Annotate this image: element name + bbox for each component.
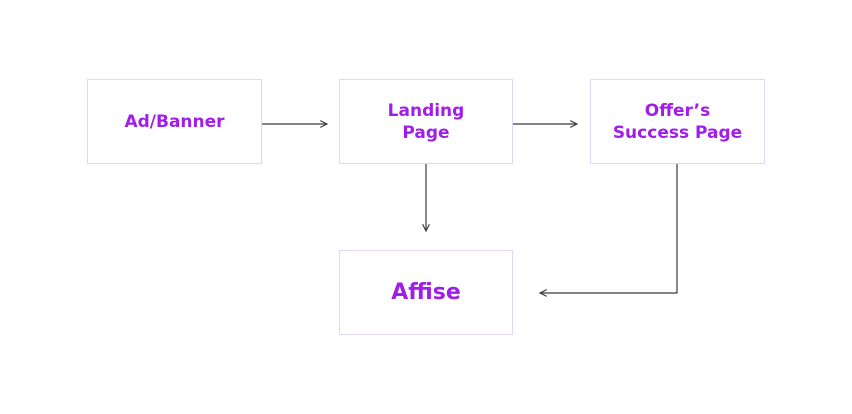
- node-affise: Affise: [339, 250, 513, 335]
- node-ad-banner-label: Ad/Banner: [124, 111, 225, 132]
- node-landing-page-label: Landing Page: [387, 100, 465, 143]
- node-offer-success-page-label: Offer’s Success Page: [612, 100, 743, 143]
- node-landing-page: Landing Page: [339, 79, 513, 164]
- edge-offer-to-affise: [540, 164, 678, 293]
- node-offer-success-page: Offer’s Success Page: [590, 79, 765, 164]
- node-affise-label: Affise: [391, 279, 461, 305]
- node-ad-banner: Ad/Banner: [87, 79, 262, 164]
